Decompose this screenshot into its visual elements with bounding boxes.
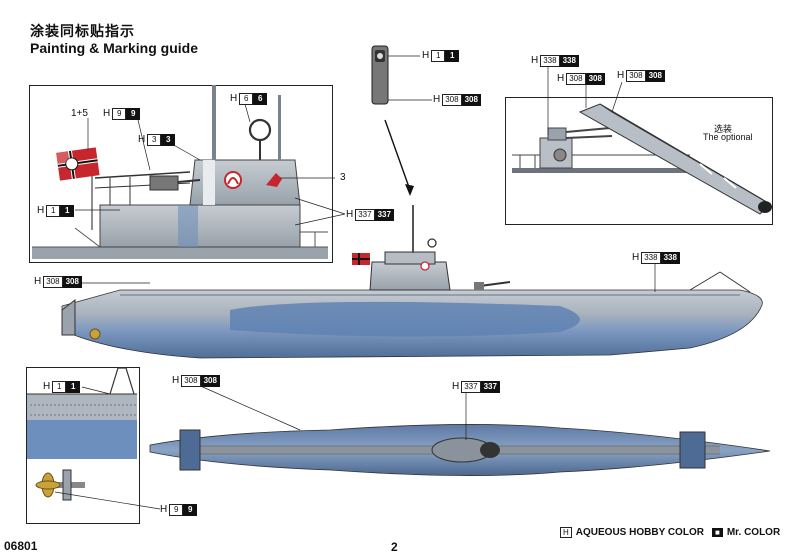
optional-flak-gun bbox=[512, 103, 772, 215]
deck-gun-detail bbox=[371, 45, 432, 105]
submarine-top-view bbox=[149, 424, 771, 476]
submarine-side-profile bbox=[61, 205, 763, 359]
page-number: 2 bbox=[391, 540, 398, 554]
hull-detail-illustration bbox=[27, 367, 137, 521]
conning-tower-illustration bbox=[32, 85, 328, 259]
kit-number: 06801 bbox=[4, 539, 38, 553]
legend-mr-color: ■Mr. COLOR bbox=[712, 527, 780, 538]
decal-number: 3 bbox=[340, 172, 346, 183]
page-title-chinese: 涂装同标贴指示 bbox=[30, 23, 135, 39]
optional-weapon-detail-panel bbox=[505, 97, 773, 225]
mr-color-swatch: ■ bbox=[712, 528, 723, 537]
decal-number: 1+5 bbox=[71, 108, 88, 119]
optional-label: The optional bbox=[703, 132, 753, 142]
page-title: Painting & Marking guide bbox=[30, 40, 199, 56]
pointer-arrow bbox=[384, 119, 414, 196]
optional-label-chinese: 选装 bbox=[714, 124, 733, 134]
